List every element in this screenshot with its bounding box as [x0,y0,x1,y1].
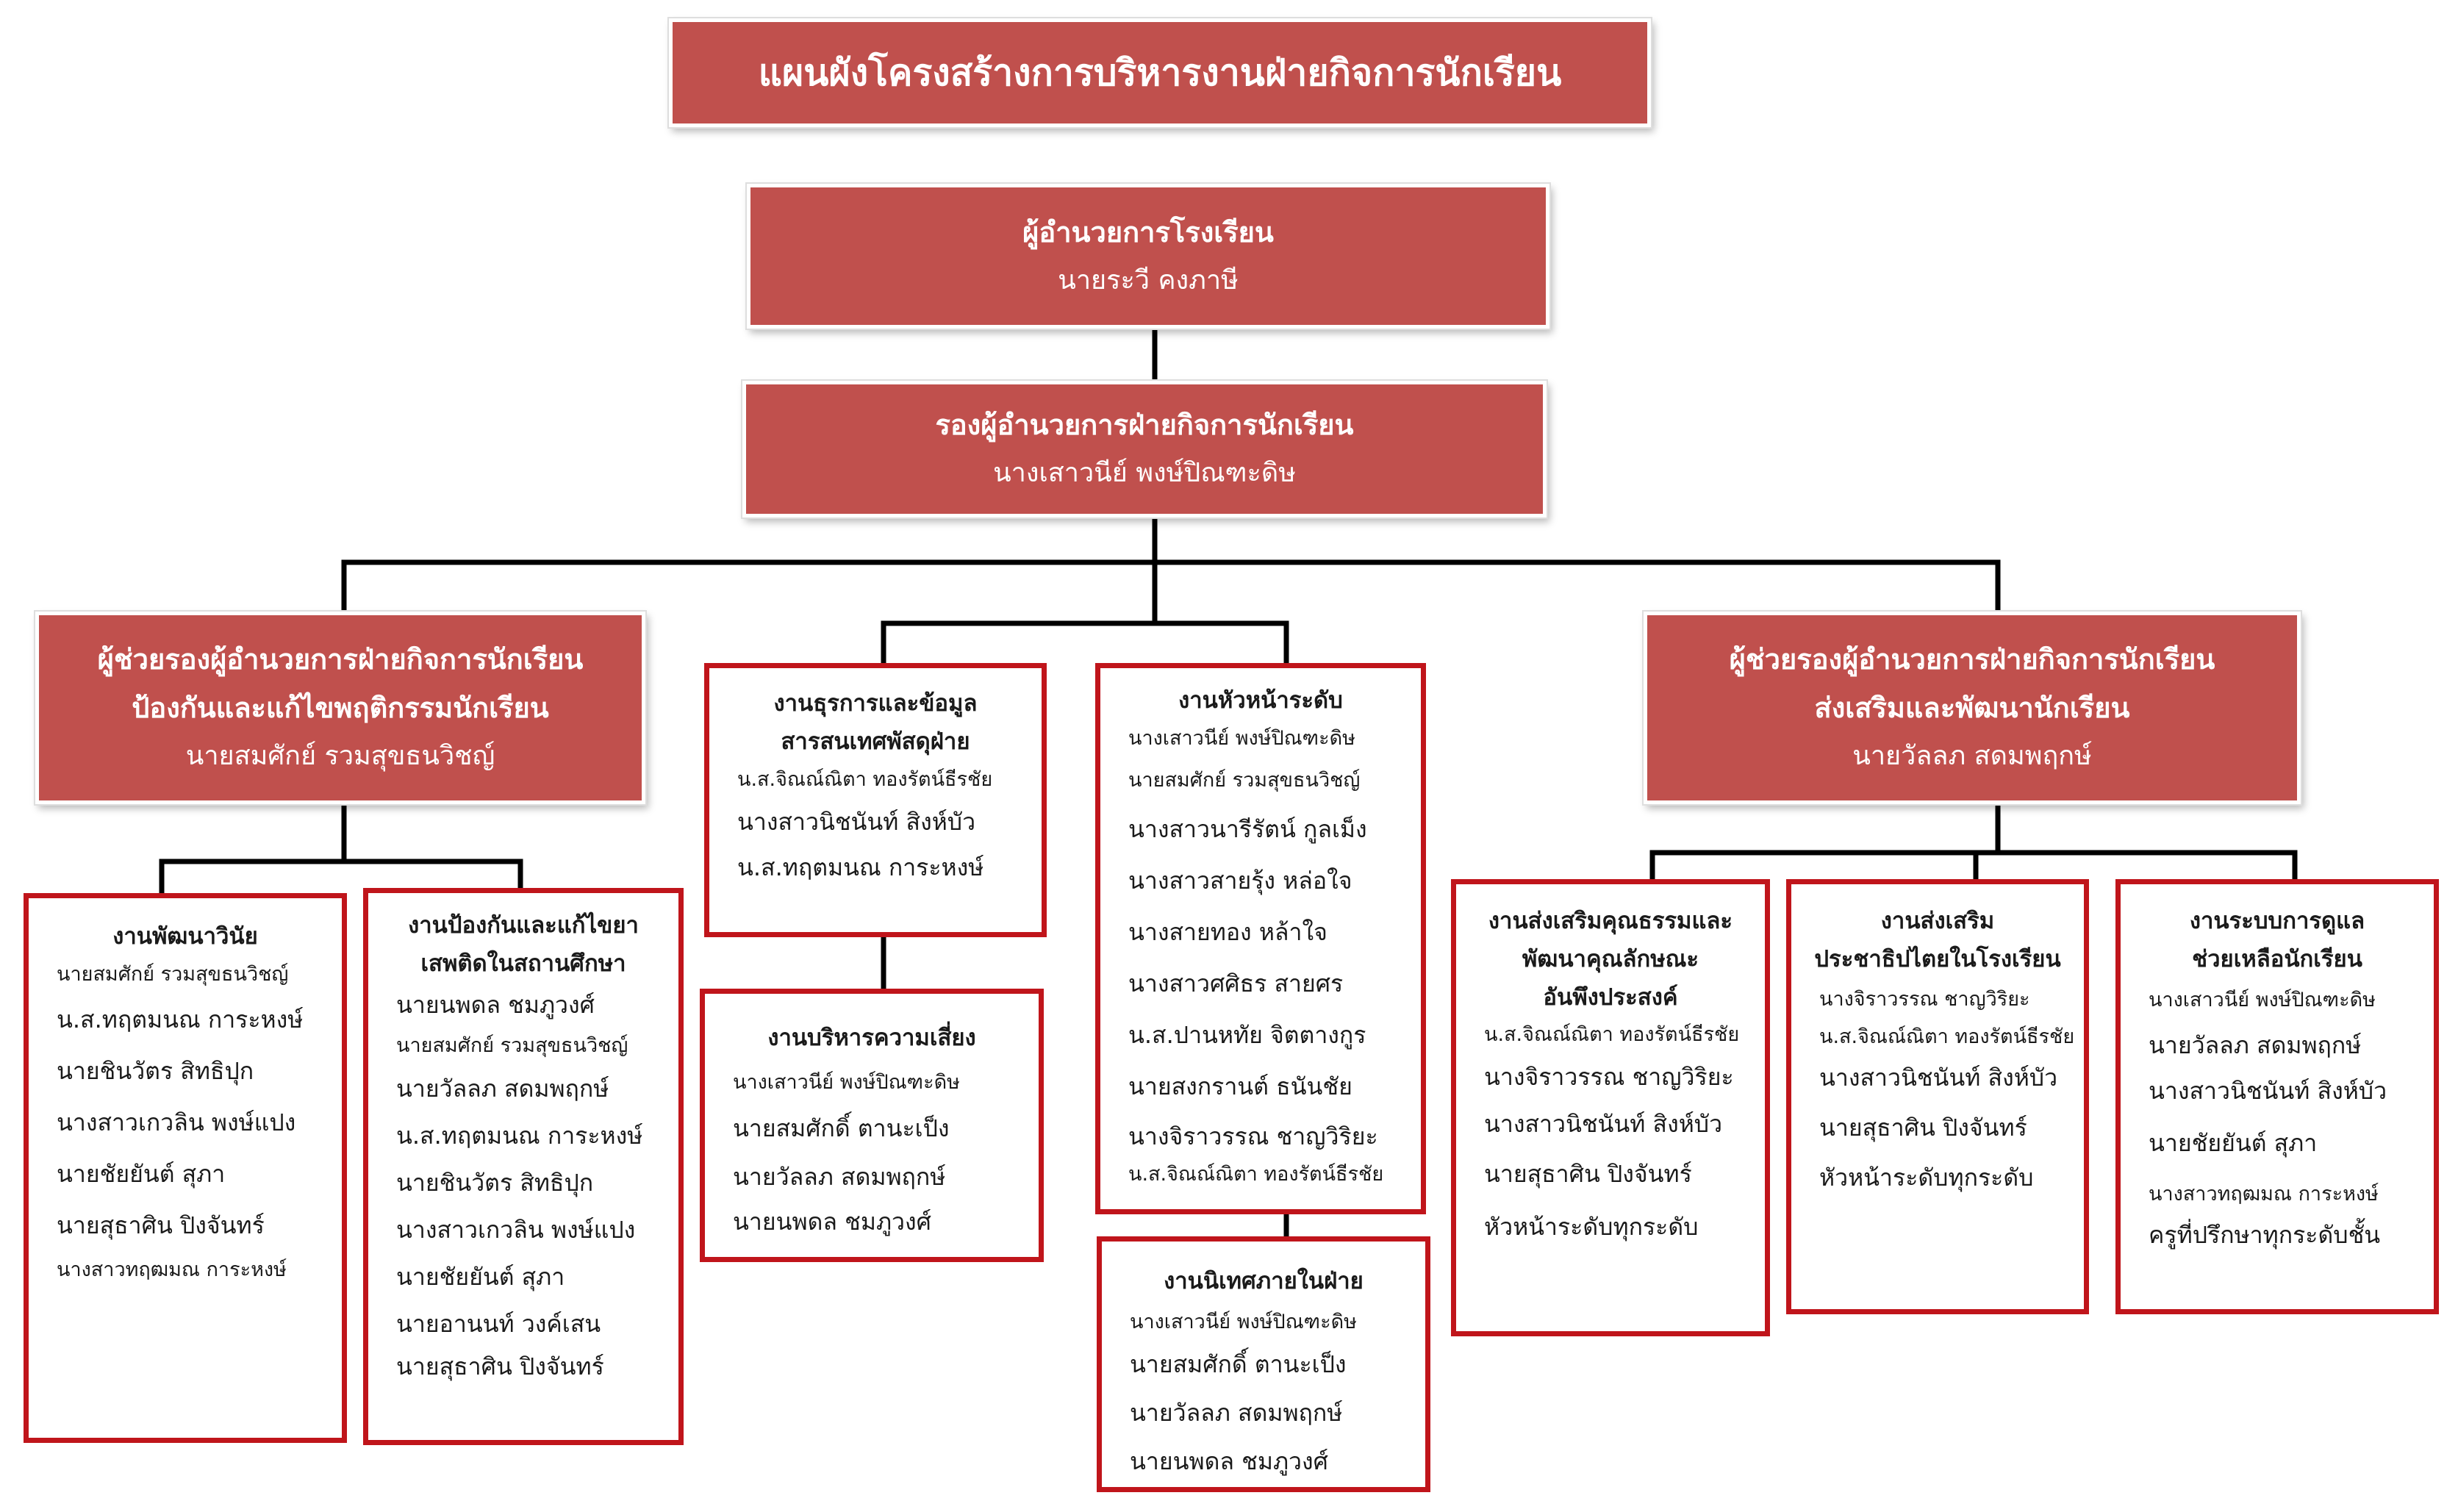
unit-morals-title-3: อันพึงประสงค์ [1543,984,1678,1011]
unit-drug-prevention-member: นางสาวเกวลิน พงษ์แปง [396,1216,636,1244]
unit-democracy-member: นางจิราวรรณ ชาญวิริยะ [1819,988,2030,1011]
director-box: ผู้อำนวยการโรงเรียน นายระวี คงภาษี [747,184,1549,329]
unit-discipline-title: งานพัฒนาวินัย [112,923,258,950]
unit-risk-management-member: นางเสาวนีย์ พงษ์ปิณฑะดิษ [733,1071,960,1094]
unit-level-heads-member: นางสาวศศิธร สายศร [1128,970,1344,997]
deputy-box: รองผู้อำนวยการฝ่ายกิจการนักเรียน นางเสาว… [742,381,1547,517]
unit-morals-title-1: งานส่งเสริมคุณธรรมและ [1488,908,1733,934]
unit-morals-member: นายสุธาศิน ปิงจันทร์ [1484,1160,1692,1188]
unit-discipline-member: นางสาวเกวลิน พงษ์แปง [57,1108,296,1136]
unit-drug-prevention-title-2: เสพติดในสถานศึกษา [420,950,626,977]
unit-morals-member: นางจิราวรรณ ชาญวิริยะ [1484,1063,1734,1091]
unit-drug-prevention-member: นายวัลลภ สดมพฤกษ์ [396,1075,609,1103]
unit-risk-management: งานบริหารความเสี่ยง นางเสาวนีย์ พงษ์ปิณฑ… [700,989,1044,1262]
unit-drug-prevention-member: นายชัยยันต์ สุภา [396,1263,565,1291]
unit-morals-title-2: พัฒนาคุณลักษณะ [1522,946,1699,972]
unit-drug-prevention-member: น.ส.ทฤตมนณ การะหงษ์ [396,1122,643,1150]
unit-level-heads-member: นางจิราวรรณ ชาญวิริยะ [1128,1122,1378,1150]
unit-drug-prevention-member: นายสุธาศิน ปิงจันทร์ [396,1352,604,1380]
unit-student-care-member: นางสาวนิชนันท์ สิงห์บัว [2149,1077,2387,1105]
unit-internal-supervision: งานนิเทศภายในฝ่าย นางเสาวนีย์ พงษ์ปิณฑะด… [1097,1236,1430,1492]
unit-discipline-member: น.ส.ทฤตมนณ การะหงษ์ [57,1006,304,1033]
unit-level-heads-member: นายสมศักย์ รวมสุขธนวิชญ์ [1128,769,1361,792]
unit-drug-prevention-member: นายชินวัตร สิทธิปุก [396,1169,594,1197]
unit-internal-supervision-member: นายนพดล ชมภูวงศ์ [1130,1447,1328,1475]
assistant-right-name: นายวัลลภ สดมพฤกษ์ [1852,741,2092,771]
unit-student-care-title-2: ช่วยเหลือนักเรียน [2192,946,2362,972]
deputy-position: รองผู้อำนวยการฝ่ายกิจการนักเรียน [935,409,1354,441]
assistant-left-position-1: ผู้ช่วยรองผู้อำนวยการฝ่ายกิจการนักเรียน [97,643,584,676]
unit-democracy-member: นายสุธาศิน ปิงจันทร์ [1819,1114,2027,1142]
unit-admin-info-title-2: สารสนเทศพัสดุฝ่าย [781,728,970,755]
unit-student-care-member: นายวัลลภ สดมพฤกษ์ [2149,1031,2362,1059]
unit-democracy-title-2: ประชาธิปไตยในโรงเรียน [1814,946,2061,972]
unit-internal-supervision-title: งานนิเทศภายในฝ่าย [1164,1268,1364,1294]
unit-level-heads-member: นายสงกรานต์ ธนันชัย [1128,1072,1352,1100]
assistant-left-position-2: ป้องกันและแก้ไขพฤติกรรมนักเรียน [132,692,549,724]
unit-student-care-member: นายชัยยันต์ สุภา [2149,1129,2318,1157]
unit-democracy-member: นางสาวนิชนันท์ สิงห์บัว [1819,1064,2058,1092]
unit-discipline-member: นายชินวัตร สิทธิปุก [57,1057,254,1085]
unit-drug-prevention-member: นายอานนท์ วงค์เสน [396,1310,601,1338]
unit-student-care-member: นางเสาวนีย์ พงษ์ปิณฑะดิษ [2149,989,2376,1011]
unit-risk-management-member: นายวัลลภ สดมพฤกษ์ [733,1163,946,1191]
unit-democracy-member: น.ส.จิณณ์ณิตา ทองรัตน์ธีรชัย [1819,1025,2075,1048]
unit-democracy: งานส่งเสริม ประชาธิปไตยในโรงเรียน นางจิร… [1786,879,2089,1314]
unit-drug-prevention-title-1: งานป้องกันและแก้ไขยา [408,912,639,939]
unit-admin-info-member: น.ส.จิณณ์ณิตา ทองรัตน์ธีรชัย [737,768,993,791]
unit-level-heads-member: น.ส.จิณณ์ณิตา ทองรัตน์ธีรชัย [1128,1163,1384,1186]
assistant-left-name: นายสมศักย์ รวมสุขธนวิชญ์ [185,741,495,771]
unit-discipline-member: นางสาวทฤฒมณ การะหงษ์ [57,1258,287,1281]
unit-admin-info-member: น.ส.ทฤตมนณ การะหงษ์ [737,853,984,881]
chart-title-box: แผนผังโครงสร้างการบริหารงานฝ่ายกิจการนัก… [669,18,1651,127]
unit-morals-member: น.ส.จิณณ์ณิตา ทองรัตน์ธีรชัย [1484,1023,1740,1046]
unit-morals: งานส่งเสริมคุณธรรมและ พัฒนาคุณลักษณะ อัน… [1451,879,1770,1336]
deputy-name: นางเสาวนีย์ พงษ์ปิณฑะดิษ [993,458,1296,488]
unit-discipline-member: นายสมศักย์ รวมสุขธนวิชญ์ [57,963,289,986]
unit-drug-prevention: งานป้องกันและแก้ไขยา เสพติดในสถานศึกษา น… [363,888,684,1445]
unit-discipline: งานพัฒนาวินัย นายสมศักย์ รวมสุขธนวิชญ์ น… [24,893,347,1443]
assistant-right-box: ผู้ช่วยรองผู้อำนวยการฝ่ายกิจการนักเรียน … [1644,612,2301,804]
unit-level-heads-title: งานหัวหน้าระดับ [1178,687,1343,714]
unit-drug-prevention-member: นายสมศักย์ รวมสุขธนวิชญ์ [396,1034,628,1057]
assistant-right-position-1: ผู้ช่วยรองผู้อำนวยการฝ่ายกิจการนักเรียน [1729,643,2215,676]
unit-internal-supervision-member: นางเสาวนีย์ พงษ์ปิณฑะดิษ [1130,1311,1357,1333]
unit-level-heads-member: นางสาวสายรุ้ง หล่อใจ [1128,867,1352,895]
unit-risk-management-title: งานบริหารความเสี่ยง [767,1025,976,1051]
chart-title: แผนผังโครงสร้างการบริหารงานฝ่ายกิจการนัก… [758,51,1562,94]
director-name: นายระวี คงภาษี [1058,265,1239,295]
unit-democracy-member: หัวหน้าระดับทุกระดับ [1819,1164,2034,1192]
director-position: ผู้อำนวยการโรงเรียน [1022,215,1274,248]
unit-internal-supervision-member: นายสมศักดิ์ ตานะเป็ง [1130,1350,1347,1378]
unit-level-heads-member: น.ส.ปานหทัย จิตตางกูร [1128,1021,1366,1049]
unit-drug-prevention-member: นายนพดล ชมภูวงศ์ [396,991,595,1019]
unit-internal-supervision-member: นายวัลลภ สดมพฤกษ์ [1130,1399,1343,1427]
unit-admin-info: งานธุรการและข้อมูล สารสนเทศพัสดุฝ่าย น.ส… [704,663,1047,937]
unit-student-care: งานระบบการดูแล ช่วยเหลือนักเรียน นางเสาว… [2115,879,2439,1314]
unit-level-heads-member: นางสาวนารีรัตน์ กูลเม็ง [1128,815,1367,843]
unit-democracy-title-1: งานส่งเสริม [1880,908,1995,934]
assistant-left-box: ผู้ช่วยรองผู้อำนวยการฝ่ายกิจการนักเรียน … [35,612,645,804]
unit-discipline-member: นายชัยยันต์ สุภา [57,1160,226,1188]
unit-admin-info-title-1: งานธุรการและข้อมูล [773,690,978,717]
unit-risk-management-member: นายสมศักดิ์ ตานะเป็ง [733,1114,950,1142]
unit-morals-member: หัวหน้าระดับทุกระดับ [1484,1213,1699,1241]
unit-discipline-member: นายสุธาศิน ปิงจันทร์ [57,1211,265,1239]
unit-risk-management-member: นายนพดล ชมภูวงศ์ [733,1208,931,1236]
unit-morals-member: นางสาวนิชนันท์ สิงห์บัว [1484,1110,1723,1138]
unit-admin-info-member: นางสาวนิชนันท์ สิงห์บัว [737,808,976,836]
assistant-right-position-2: ส่งเสริมและพัฒนานักเรียน [1814,692,2130,724]
unit-level-heads-member: นางเสาวนีย์ พงษ์ปิณฑะดิษ [1128,727,1355,750]
unit-student-care-member: ครูที่ปรึกษาทุกระดับชั้น [2149,1221,2381,1249]
unit-student-care-title-1: งานระบบการดูแล [2189,908,2365,934]
unit-level-heads: งานหัวหน้าระดับ นางเสาวนีย์ พงษ์ปิณฑะดิษ… [1095,663,1426,1214]
unit-level-heads-member: นางสายทอง หล้าใจ [1128,918,1327,946]
unit-student-care-member: นางสาวทฤฒมณ การะหงษ์ [2149,1183,2379,1205]
